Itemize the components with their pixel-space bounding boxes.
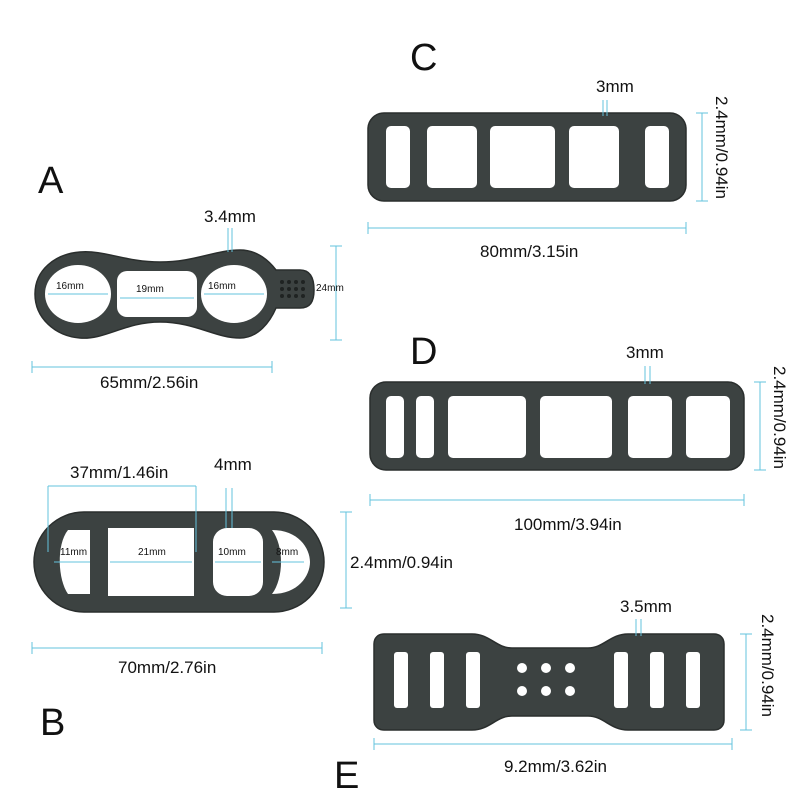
strap-d-dim-thickness: 3mm xyxy=(626,343,664,362)
strap-a-hole-mid xyxy=(117,271,197,317)
strap-a-dim-height: 24mm xyxy=(316,283,344,294)
strap-a-dim-hole-left: 16mm xyxy=(56,281,84,292)
strap-b-dim-height: 2.4mm/0.94in xyxy=(350,553,453,572)
strap-d-hole-1 xyxy=(386,396,404,458)
strap-c-hole-3 xyxy=(490,126,555,188)
strap-b: B 11mm 21mm 10mm 8mm 37mm/1.46in 4mm 2.4… xyxy=(31,455,453,744)
strap-e-slot-3 xyxy=(466,652,480,708)
strap-e: E 3.5mm 2.4mm/0.94in 9.2mm/3.62in xyxy=(334,597,777,797)
strap-c-dim-thickness: 3mm xyxy=(596,77,634,96)
strap-c-hole-5 xyxy=(645,126,669,188)
strap-e-slot-4 xyxy=(614,652,628,708)
strap-b-dim-span: 37mm/1.46in xyxy=(70,463,168,482)
strap-e-dim-thickness: 3.5mm xyxy=(620,597,672,616)
strap-e-slot-1 xyxy=(394,652,408,708)
strap-a: A 16mm 19mm 16mm 3.4mm 24mm 65mm/2.56in xyxy=(31,160,344,392)
strap-e-slot-2 xyxy=(430,652,444,708)
strap-c-hole-1 xyxy=(386,126,410,188)
strap-c-hole-2 xyxy=(427,126,477,188)
strap-a-dim-thickness: 3.4mm xyxy=(204,207,256,226)
strap-a-dim-hole-right: 16mm xyxy=(208,281,236,292)
strap-a-dim-hole-mid: 19mm xyxy=(136,284,164,295)
label-d: D xyxy=(410,331,437,373)
strap-b-dim-length: 70mm/2.76in xyxy=(118,658,216,677)
strap-b-dim-thickness: 4mm xyxy=(214,455,252,474)
label-c: C xyxy=(410,37,437,79)
strap-e-dim-height: 2.4mm/0.94in xyxy=(758,614,777,717)
strap-d-hole-2 xyxy=(416,396,434,458)
strap-c: C 3mm 2.4mm/0.94in 80mm/3.15in xyxy=(367,37,731,261)
strap-d-dim-length: 100mm/3.94in xyxy=(514,515,622,534)
strap-d-dim-height: 2.4mm/0.94in xyxy=(770,366,789,469)
strap-e-slot-6 xyxy=(686,652,700,708)
strap-c-dim-height: 2.4mm/0.94in xyxy=(712,96,731,199)
strap-b-dim-hole1: 11mm xyxy=(60,547,87,558)
strap-a-grip-dots xyxy=(280,280,305,298)
strap-e-slot-5 xyxy=(650,652,664,708)
strap-d-hole-4 xyxy=(540,396,612,458)
strap-e-dim-length: 9.2mm/3.62in xyxy=(504,757,607,776)
strap-d-hole-6 xyxy=(686,396,730,458)
label-b: B xyxy=(40,702,65,744)
strap-d: D 3mm 2.4mm/0.94in 100mm/3.94in xyxy=(369,331,789,534)
strap-b-dim-hole2: 21mm xyxy=(138,547,166,558)
strap-d-hole-5 xyxy=(628,396,672,458)
label-e: E xyxy=(334,755,359,797)
strap-a-dim-length: 65mm/2.56in xyxy=(100,373,198,392)
strap-b-dim-hole4: 8mm xyxy=(276,547,298,558)
label-a: A xyxy=(38,160,64,202)
strap-c-dim-length: 80mm/3.15in xyxy=(480,242,578,261)
strap-e-center-holes xyxy=(517,663,575,696)
strap-e-body xyxy=(373,633,725,731)
strap-c-hole-4 xyxy=(569,126,619,188)
strap-d-hole-3 xyxy=(448,396,526,458)
strap-b-dim-hole3: 10mm xyxy=(218,547,246,558)
